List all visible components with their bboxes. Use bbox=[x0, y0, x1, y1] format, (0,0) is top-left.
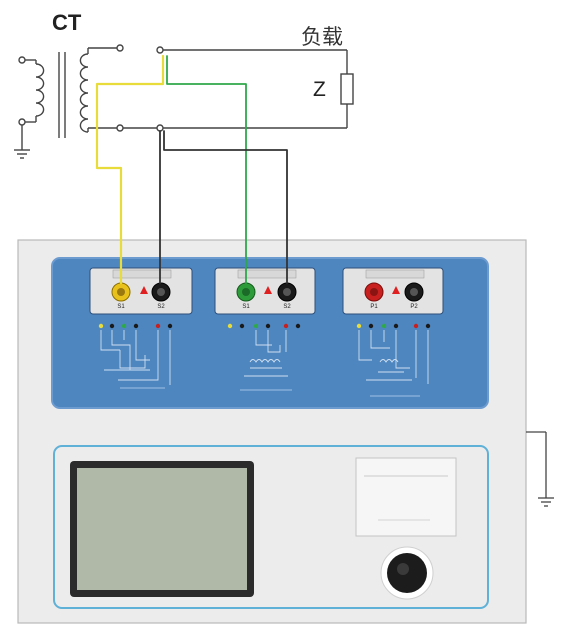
terminal-box-ct-secondary bbox=[89, 267, 193, 315]
ct-secondary-terminal-top bbox=[116, 44, 124, 52]
binding-post-s1-green[interactable] bbox=[236, 282, 256, 302]
black-lead-pt[interactable] bbox=[163, 130, 288, 284]
panel-schematic-ct-primary bbox=[227, 323, 301, 391]
load-label: 负载 bbox=[301, 25, 343, 49]
junction-top bbox=[156, 46, 164, 54]
terminal-label: S2 bbox=[283, 304, 291, 310]
terminal-label: P2 bbox=[410, 304, 418, 310]
ct-primary-terminal-bottom bbox=[18, 118, 26, 126]
binding-post-s1-yellow[interactable] bbox=[111, 282, 131, 302]
load-impedance bbox=[340, 73, 354, 105]
ct-secondary-coil bbox=[79, 53, 89, 133]
impedance-label: Z bbox=[313, 78, 326, 101]
warning-icon bbox=[140, 286, 148, 294]
test-leads bbox=[95, 54, 288, 285]
warning-icon bbox=[392, 286, 400, 294]
terminal-label: S1 bbox=[117, 304, 125, 310]
ct-primary-coil bbox=[35, 63, 45, 117]
terminal-box-ct-primary bbox=[214, 267, 316, 315]
terminal-label: S1 bbox=[242, 304, 250, 310]
green-lead[interactable] bbox=[166, 55, 247, 284]
ct-secondary-terminal-bottom bbox=[116, 124, 124, 132]
ground-icon-left bbox=[14, 149, 30, 159]
ct-primary-terminal-top bbox=[18, 56, 26, 64]
panel-schematic-ct-secondary bbox=[98, 323, 173, 389]
rotary-knob[interactable] bbox=[380, 546, 434, 600]
ground-icon-right bbox=[538, 497, 554, 507]
terminal-box-pt bbox=[342, 267, 444, 315]
binding-post-s2-black[interactable] bbox=[151, 282, 171, 302]
schematic bbox=[14, 44, 354, 159]
warning-icon bbox=[264, 286, 272, 294]
case-ground bbox=[526, 431, 554, 507]
binding-post-s2-black[interactable] bbox=[277, 282, 297, 302]
terminal-label: P1 bbox=[370, 304, 378, 310]
terminal-label: S2 bbox=[157, 304, 165, 310]
yellow-lead[interactable] bbox=[95, 54, 165, 285]
lcd-screen bbox=[77, 468, 247, 590]
ct-label: CT bbox=[52, 10, 82, 35]
binding-post-p1-red[interactable] bbox=[364, 282, 384, 302]
panel-schematic-pt bbox=[356, 323, 431, 397]
binding-post-p2-black[interactable] bbox=[404, 282, 424, 302]
printer-slot bbox=[355, 457, 457, 537]
